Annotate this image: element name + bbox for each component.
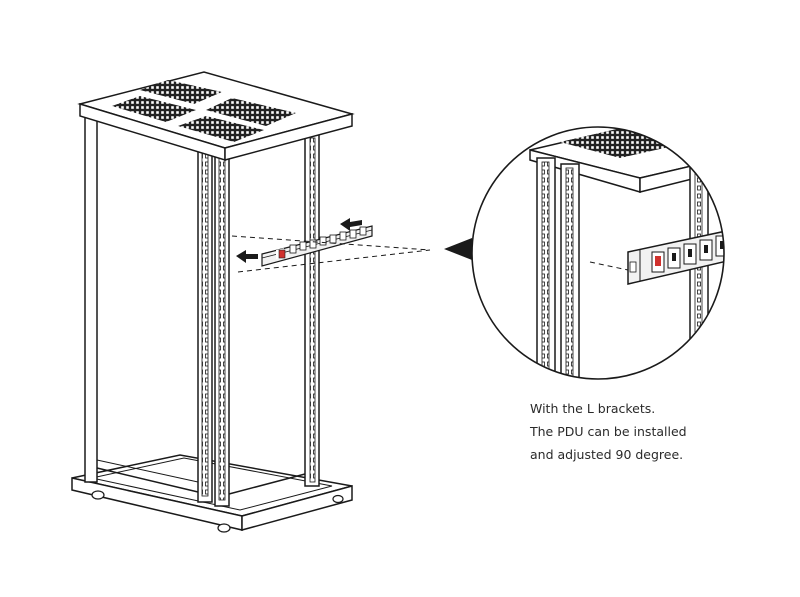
- caption-line: With the L brackets.: [530, 401, 656, 416]
- pdu-strip: [261, 225, 373, 267]
- zoom-detail: [471, 126, 725, 380]
- pdu-switch: [278, 249, 286, 259]
- caption-text: With the L brackets. The PDU can be inst…: [530, 397, 770, 466]
- guide-lines: [231, 235, 431, 273]
- zoom-pointer-icon: [444, 238, 472, 260]
- rack-frame: [84, 115, 320, 507]
- pdu-outlet-row: [289, 226, 367, 254]
- rack-top-panel: [77, 71, 355, 162]
- pdu-switch: [655, 256, 661, 266]
- arrow-left-icon: [236, 250, 258, 263]
- arrow-left-icon: [340, 218, 362, 231]
- caption-line: The PDU can be installed: [530, 424, 687, 439]
- caption-line: and adjusted 90 degree.: [530, 447, 684, 462]
- caster-wheel: [91, 490, 344, 533]
